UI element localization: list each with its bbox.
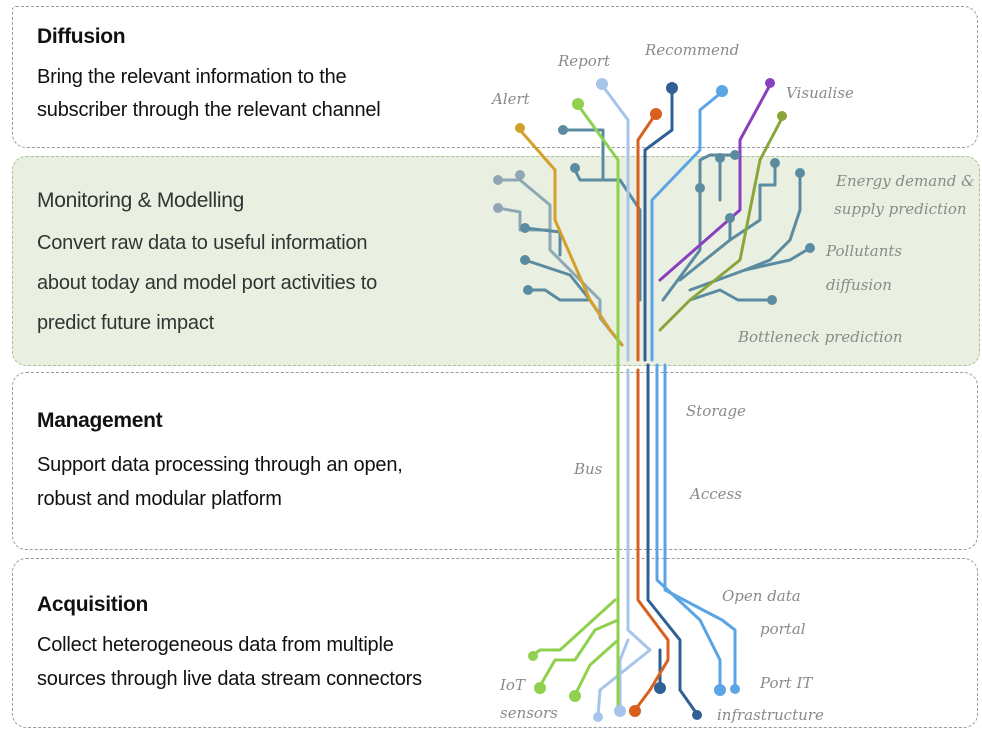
recommend-line [636, 113, 657, 362]
label-opendata-line-1: Open data [722, 587, 801, 605]
monitoring-desc-line-1: Convert raw data to useful information [37, 232, 368, 254]
monitoring-desc-line-3: predict future impact [37, 312, 214, 334]
acquisition-layer: Acquisition Collect heterogeneous data f… [12, 558, 978, 728]
acquisition-desc-line-1: Collect heterogeneous data from multiple [37, 634, 394, 656]
label-pollutants-line-2: diffusion [826, 276, 892, 294]
label-storage: Storage [686, 402, 746, 420]
iot-branch-1 [538, 618, 620, 688]
diffusion-layer: Diffusion Bring the relevant information… [12, 6, 978, 148]
lightblue-stub [618, 638, 630, 712]
management-desc-line-2: robust and modular platform [37, 488, 282, 510]
label-recommend: Recommend [644, 41, 739, 59]
label-iot-line-2: sensors [500, 704, 558, 722]
monitoring-title: Monitoring & Modelling [37, 189, 245, 212]
darkblue-line [643, 88, 674, 362]
diffusion-title: Diffusion [37, 25, 126, 48]
label-alert: Alert [490, 90, 531, 108]
diffusion-desc-line-1: Bring the relevant information to the [37, 66, 347, 88]
lightblue-line-bottom [596, 368, 652, 718]
label-report: Report [557, 52, 611, 70]
management-title: Management [37, 409, 163, 432]
iot-branch-2 [573, 638, 620, 697]
management-layer: Management Support data processing throu… [12, 372, 978, 550]
label-bottleneck: Bottleneck prediction [737, 328, 903, 346]
label-opendata-line-2: portal [760, 620, 806, 638]
blue-line-bottom-2 [663, 363, 737, 690]
label-iot-line-1: IoT [499, 676, 526, 694]
label-visualise: Visualise [786, 84, 854, 102]
green-trunk [576, 103, 620, 712]
report-line [600, 83, 630, 362]
label-portit-line-2: infrastructure [717, 706, 824, 724]
olive-line [658, 116, 784, 332]
label-portit-line-1: Port IT [759, 674, 813, 692]
alert-line [518, 128, 624, 347]
acquisition-desc-line-2: sources through live data stream connect… [37, 668, 422, 690]
management-desc-line-1: Support data processing through an open, [37, 454, 403, 476]
monitoring-teal-branches [523, 128, 812, 347]
label-bus: Bus [573, 460, 603, 478]
blue-line-bottom [655, 363, 722, 692]
label-energy-line-2: supply prediction [834, 200, 967, 218]
label-energy-line-1: Energy demand & [835, 172, 975, 190]
orange-line-bottom [633, 368, 670, 712]
blue-line [650, 90, 724, 362]
node-dots [493, 78, 815, 722]
diffusion-desc-line-2: subscriber through the relevant channel [37, 99, 381, 121]
acquisition-title: Acquisition [37, 593, 149, 616]
label-pollutants-line-1: Pollutants [825, 242, 902, 260]
monitoring-layer: Monitoring & Modelling Convert raw data … [12, 156, 980, 366]
monitoring-desc-line-2: about today and model port activities to [37, 272, 377, 294]
visualise-line [658, 83, 772, 282]
darkblue-line-bottom [646, 363, 699, 716]
label-access: Access [688, 485, 742, 503]
